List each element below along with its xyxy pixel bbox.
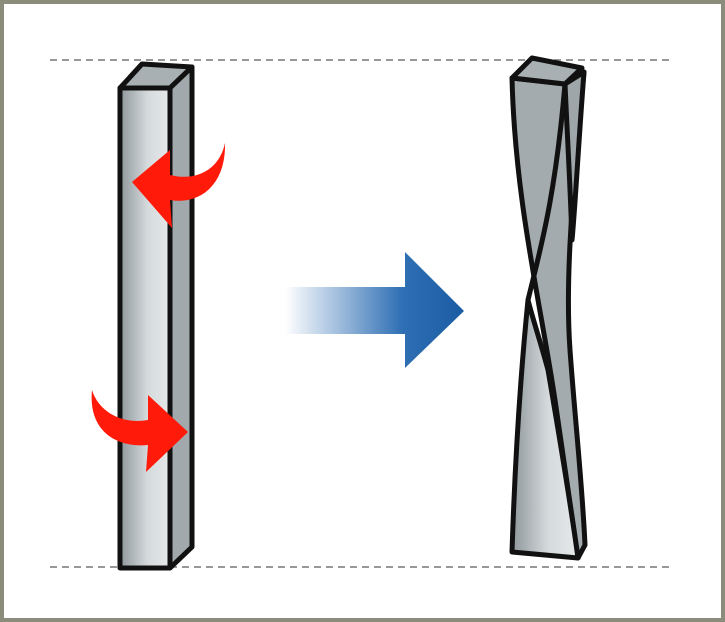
torque-arrow-bottom-icon xyxy=(91,390,188,472)
untwisted-bar xyxy=(117,61,195,571)
torque-arrow-top-icon xyxy=(132,143,226,228)
twisted-bar xyxy=(509,55,588,561)
transition-arrow-icon xyxy=(285,252,464,368)
